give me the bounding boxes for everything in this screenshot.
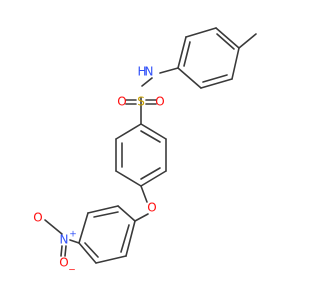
bond — [117, 205, 136, 222]
oxygen-atom-label: O — [155, 95, 164, 109]
sulfonyl-group: S O O — [117, 95, 165, 125]
bond — [141, 77, 153, 87]
amine-linker: N H — [137, 65, 179, 87]
bond — [115, 170, 142, 187]
bond — [231, 47, 240, 80]
nitro-nitrogen-atom-label: N — [60, 233, 69, 247]
bond — [115, 123, 142, 140]
bond — [134, 213, 149, 222]
ether-linker: O — [134, 185, 157, 222]
bond — [159, 67, 179, 74]
central-benzene-ring — [115, 123, 167, 187]
bond — [44, 219, 63, 235]
bond — [87, 205, 119, 214]
bond-aromatic-inner — [93, 211, 119, 218]
bond — [69, 239, 80, 244]
hydrogen-atom-label: H — [137, 65, 146, 79]
methyl-bond — [238, 33, 257, 49]
positive-charge-label: + — [69, 230, 77, 240]
bond-aromatic-inner — [140, 130, 161, 143]
bond — [215, 27, 240, 49]
bond — [177, 36, 187, 69]
negative-charge-label: − — [68, 266, 76, 276]
double-bond — [64, 245, 67, 257]
bond — [185, 27, 217, 38]
bond — [140, 185, 148, 203]
oxygen-atom-label: O — [117, 95, 126, 109]
bond — [78, 242, 97, 264]
nitrophenyl-ring — [78, 205, 136, 264]
bond-aromatic-inner — [120, 224, 130, 253]
bond — [125, 220, 136, 257]
bond — [78, 212, 89, 244]
sulfur-atom-label: S — [137, 95, 145, 109]
bond-aromatic-inner — [140, 167, 161, 180]
bond-aromatic-inner — [183, 41, 191, 67]
bond — [200, 78, 233, 89]
nitro-oxygen-atom-label: O — [33, 211, 42, 225]
bond-aromatic-inner — [202, 74, 228, 83]
bond — [140, 123, 167, 140]
nitro-group: N + O O − — [33, 211, 80, 276]
bond — [177, 67, 202, 89]
oxygen-atom-label: O — [147, 201, 156, 215]
bond-aromatic-inner — [216, 33, 235, 50]
bond-aromatic-inner — [84, 242, 99, 258]
bond — [140, 170, 167, 187]
chemical-structure-diagram: N H S O O O — [33, 27, 257, 276]
double-bond — [60, 245, 63, 257]
tolyl-ring — [177, 27, 257, 89]
bond — [95, 255, 127, 264]
nitrogen-atom-label: N — [145, 65, 154, 79]
nitro-oxygen-atom-label: O — [59, 256, 68, 270]
